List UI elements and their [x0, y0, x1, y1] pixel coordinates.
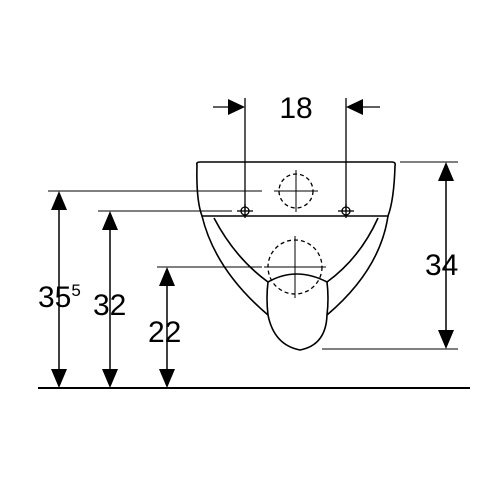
- siphon-outline: [266, 273, 329, 316]
- height-32-dimension: [102, 211, 118, 388]
- height-22-dimension: [159, 267, 175, 388]
- inner-left-wing: [213, 217, 269, 283]
- center-marks: [264, 170, 326, 298]
- inner-right-wing: [326, 217, 379, 283]
- height-32-label: 32: [93, 289, 126, 322]
- left-extension-lines: [48, 161, 458, 350]
- toilet-bowl: [196, 161, 396, 351]
- rim-outline: [196, 161, 396, 217]
- height-22-label: 22: [148, 316, 181, 349]
- height-355-label: 355: [38, 281, 81, 314]
- height-34-label: 34: [425, 249, 458, 282]
- width-dimension: [213, 98, 380, 211]
- width-label: 18: [279, 92, 312, 125]
- body-outline: [201, 215, 389, 351]
- height-34-dimension: [438, 162, 454, 349]
- height-355-dimension: [51, 191, 67, 388]
